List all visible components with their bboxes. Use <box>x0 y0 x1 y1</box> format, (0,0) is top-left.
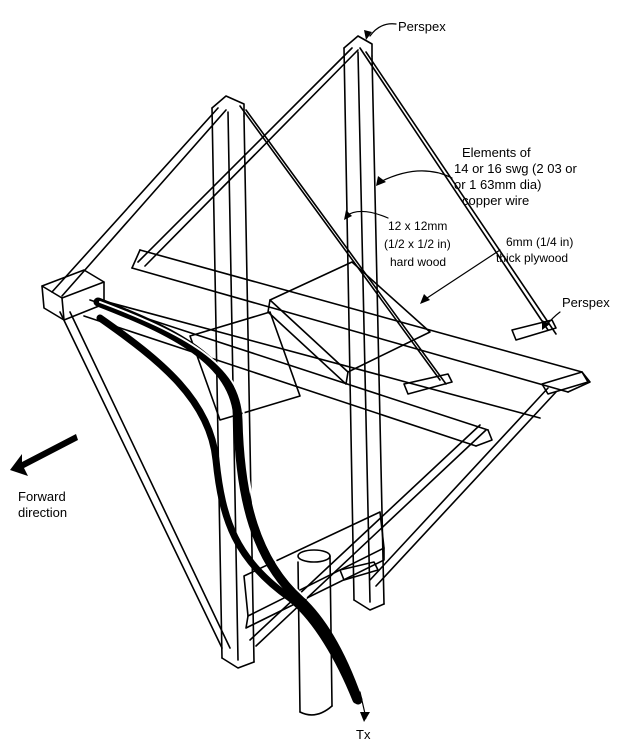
perspex-right-arrowhead-icon <box>542 320 550 330</box>
perspex-top-arrowhead-icon <box>364 30 372 40</box>
perspex-top-label: Perspex <box>398 19 446 34</box>
lower-plywood-bracket <box>243 511 385 629</box>
hardwood-label-line2: (1/2 x 1/2 in) <box>384 237 451 251</box>
forward-arrow-icon <box>10 434 78 476</box>
elements-label-line2: 14 or 16 swg (2 03 or <box>454 161 577 176</box>
hardwood-label-line1: 12 x 12mm <box>388 219 448 233</box>
plywood-plate <box>189 261 431 421</box>
elements-arrowhead-icon <box>376 176 386 186</box>
elements-label-line1: Elements of <box>462 145 531 160</box>
tx-label: Tx <box>356 727 371 742</box>
rear-element-wire <box>137 47 557 587</box>
junction-box <box>41 269 105 321</box>
elements-label-line3: or 1 63mm dia) <box>454 177 542 192</box>
plywood-label-line1: 6mm (1/4 in) <box>506 235 574 249</box>
perspex-right-label: Perspex <box>562 295 610 310</box>
hardwood-label-line3: hard wood <box>390 255 447 269</box>
perspex-pads <box>339 319 589 581</box>
forward-label-line2: direction <box>18 505 68 520</box>
forward-label-line1: Forward <box>18 489 66 504</box>
plywood-arrowhead-icon <box>420 294 430 304</box>
support-mast <box>297 549 333 716</box>
front-element-wire <box>51 105 487 649</box>
plywood-label-line2: thick plywood <box>496 251 569 265</box>
hardwood-arrowhead-icon <box>344 210 352 220</box>
rear-vertical-post <box>343 35 385 611</box>
coax-feed-cables <box>93 297 363 705</box>
elements-label-line4: copper wire <box>462 193 530 208</box>
tx-arrowhead-icon <box>360 712 370 722</box>
